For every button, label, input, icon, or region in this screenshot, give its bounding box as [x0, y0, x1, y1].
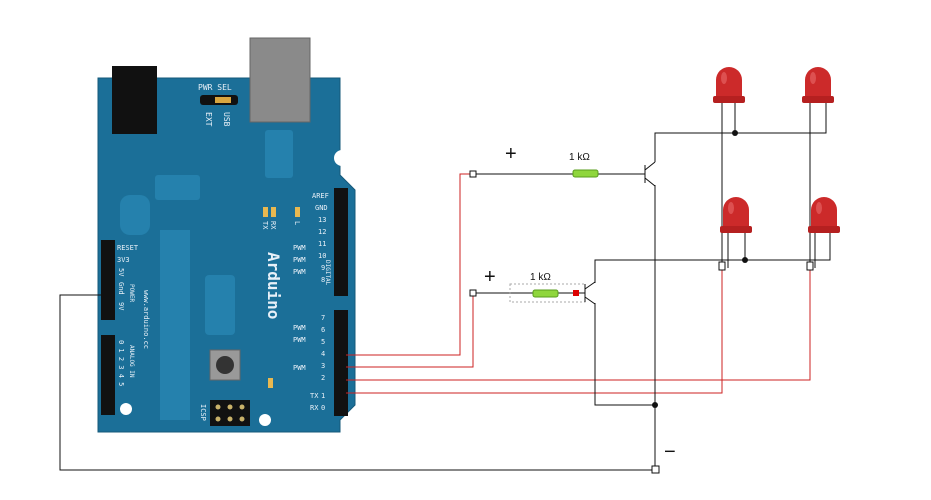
aref-label: AREF [312, 192, 329, 200]
website-label: www.arduino.cc [142, 290, 150, 349]
digital-label: DIGITAL [324, 260, 331, 286]
gnd2-label: Gnd [117, 282, 125, 295]
junction-dot [742, 257, 748, 263]
digital-header-upper [334, 188, 348, 296]
junction-dot [732, 130, 738, 136]
tx-led [263, 207, 268, 217]
pin-label: RX [310, 404, 319, 412]
pin-label: TX [310, 392, 319, 400]
wire-red-pin3 [346, 173, 470, 356]
pin-label: 3 [321, 362, 325, 370]
rx-label: RX [269, 221, 277, 230]
pin-label: 10 [318, 252, 326, 260]
ext-label: EXT [204, 112, 213, 127]
pwm-label: PWM [293, 256, 306, 264]
icsp-label: ICSP [199, 404, 207, 421]
power-header [101, 240, 115, 320]
analog-header [101, 335, 115, 415]
jumper-cap [215, 97, 231, 103]
ground-terminal [651, 465, 660, 474]
pin-label: 12 [318, 228, 326, 236]
pwm-label: PWM [293, 244, 306, 252]
led-bottom-left [720, 197, 752, 233]
board-decor [265, 130, 293, 178]
analog-in-label: ANALOG IN [128, 345, 135, 378]
mounting-hole [259, 414, 271, 426]
junction-dot [652, 402, 658, 408]
pin-label: 5 [321, 338, 325, 346]
led-terminal [806, 261, 814, 271]
analog-pins-label: 0 1 2 3 4 5 [117, 340, 125, 386]
l-label: L [293, 221, 301, 225]
mounting-hole [120, 403, 132, 415]
usb-label: USB [222, 112, 231, 127]
pwr-sel-label: PWR SEL [198, 83, 232, 92]
pin-label: 4 [321, 350, 325, 358]
resistor-bottom-endpoint [573, 290, 579, 296]
arduino-board: PWR SEL EXT USB TX RX L Arduino www.ardu… [97, 37, 356, 433]
arduino-brand: Arduino [264, 252, 283, 319]
reset-label: RESET [117, 244, 139, 252]
terminal-bottom [469, 289, 477, 297]
plus-label-bottom: + [484, 266, 496, 288]
power-label: POWER [128, 284, 135, 302]
board-decor [205, 275, 235, 335]
resistor-bottom [532, 289, 559, 298]
reset-button-cap[interactable] [216, 356, 234, 374]
wire-top-collector [654, 102, 827, 162]
led-top-left [713, 67, 745, 103]
transistor-top [644, 161, 656, 187]
resistor-top [572, 169, 599, 178]
wire-ground [59, 294, 655, 471]
pwm-label: PWM [293, 268, 306, 276]
gnd-label: GND [315, 204, 328, 212]
resistor-bottom-label: 1 kΩ [530, 272, 551, 283]
pin-label: 9 [321, 264, 325, 272]
pin-label: 8 [321, 276, 325, 284]
plus-label-top: + [505, 143, 517, 165]
pwm-label: PWM [293, 324, 306, 332]
transistor-bottom [584, 281, 596, 305]
rx-led [271, 207, 276, 217]
icsp-header [210, 400, 250, 426]
led-top-right [802, 67, 834, 103]
usb-connector [249, 37, 311, 123]
wire-red-pin4 [346, 294, 474, 368]
wire-red-pin2 [346, 268, 811, 381]
wire-bottom-emitter [594, 303, 655, 406]
v9-label: 9V [117, 302, 125, 311]
power-jack [112, 66, 157, 134]
led-bottom-right [808, 197, 840, 233]
pwr-led [268, 378, 273, 388]
v5-label: 5V [117, 268, 125, 277]
wire-red-pin1 [346, 268, 723, 394]
terminal-top [469, 170, 477, 178]
pwm-label: PWM [293, 364, 306, 372]
wire-bottom-collector [594, 232, 831, 283]
led-terminal [718, 261, 726, 271]
resistor-top-label: 1 kΩ [569, 152, 590, 163]
v33-label: 3V3 [117, 256, 130, 264]
pin-label: 7 [321, 314, 325, 322]
pin-label: 1 [321, 392, 325, 400]
pwm-label: PWM [293, 336, 306, 344]
pin-label: 0 [321, 404, 325, 412]
mounting-hole [334, 150, 350, 166]
l-led [295, 207, 300, 217]
pin-label: 2 [321, 374, 325, 382]
pin-label: 6 [321, 326, 325, 334]
board-decor [120, 195, 150, 235]
pin-label: 11 [318, 240, 326, 248]
pin-label: 13 [318, 216, 326, 224]
digital-header-lower [334, 310, 348, 416]
board-decor [155, 175, 200, 200]
minus-label: − [664, 441, 676, 463]
tx-label: TX [261, 221, 269, 230]
chip [160, 230, 190, 420]
